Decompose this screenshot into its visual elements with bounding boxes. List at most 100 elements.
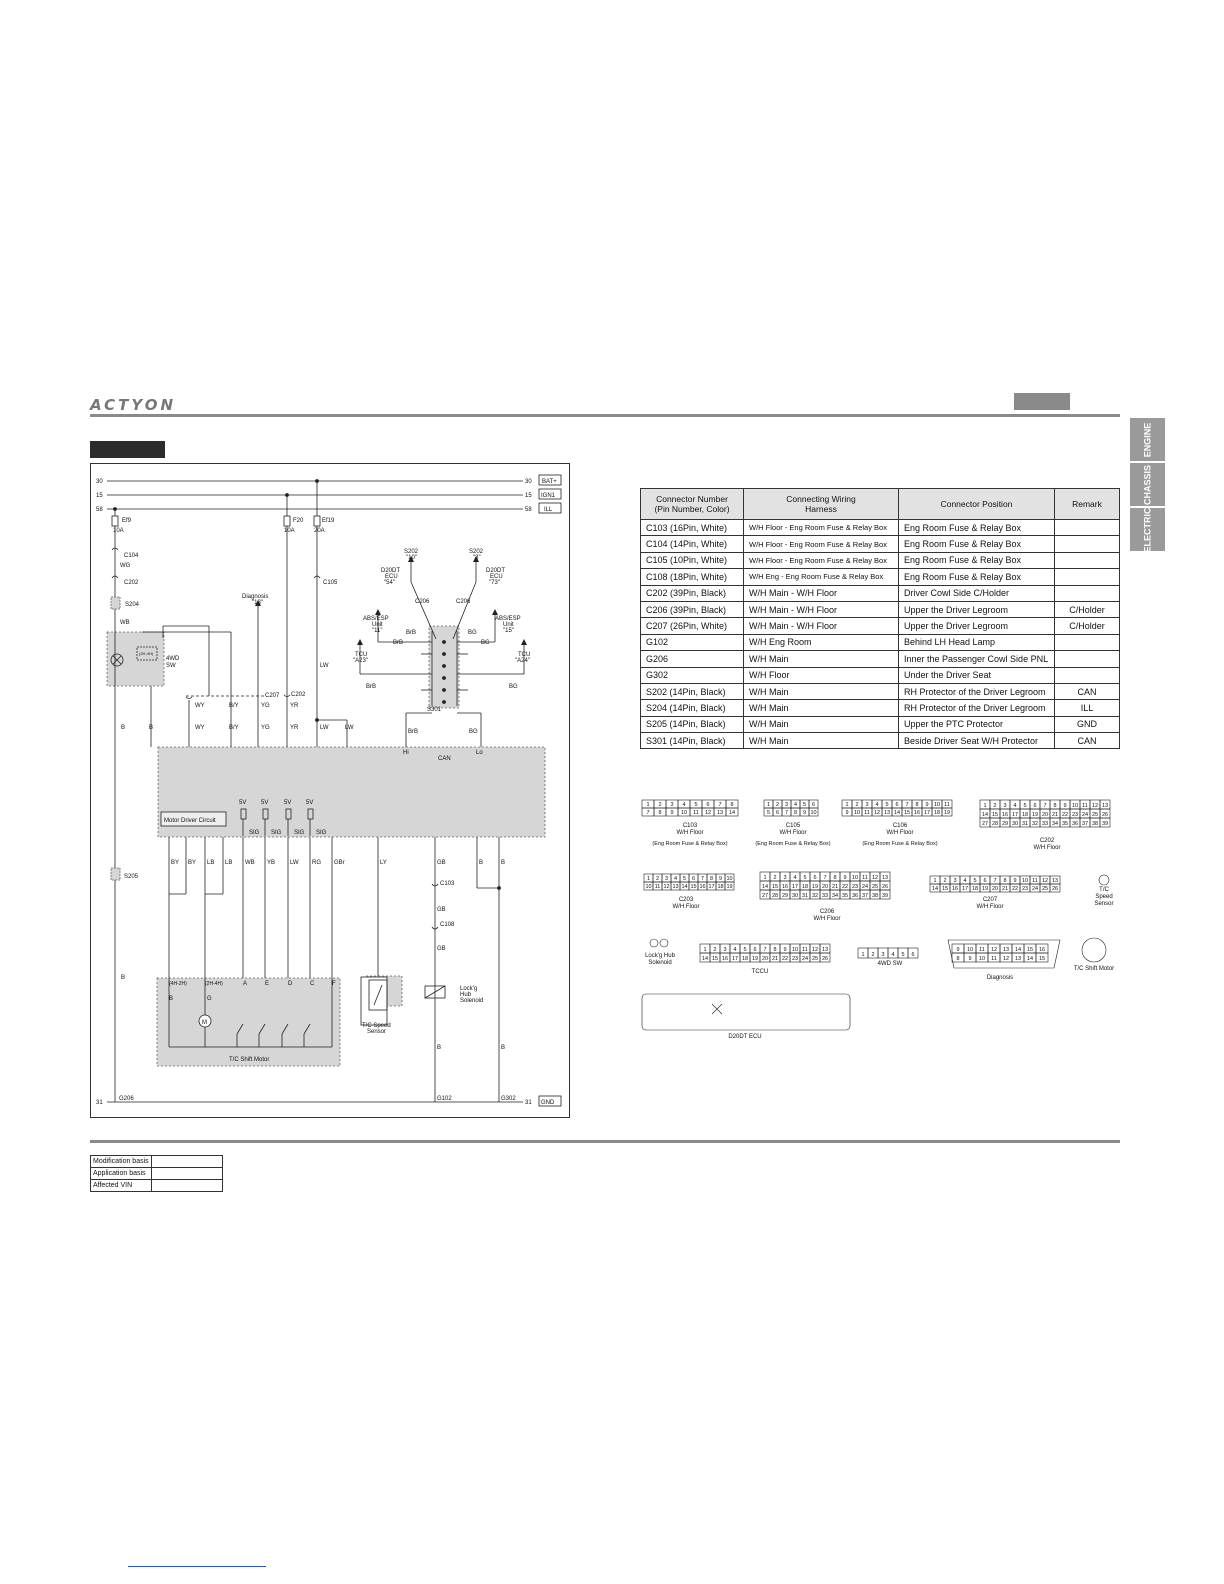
connector-pin-number: 17 (1012, 812, 1018, 818)
svg-text:Sensor: Sensor (367, 1029, 386, 1035)
svg-text:58: 58 (525, 507, 532, 513)
svg-text:BrB: BrB (366, 684, 376, 690)
connector-pin-number: 35 (842, 893, 848, 899)
connector-pin-number: 8 (1003, 878, 1006, 884)
label-locking-hub: Lock'g (460, 986, 477, 992)
connector-pin-number: 6 (911, 952, 914, 958)
connector-pin-number: 4 (682, 802, 685, 808)
header-tab (1014, 393, 1070, 410)
connector-pin-number: 38 (1092, 821, 1098, 827)
svg-text:G: G (207, 996, 212, 1002)
cell-remark: C/Holder (1054, 617, 1120, 635)
rail-15-left: 15 (96, 493, 103, 499)
cell-harness: W/H Eng - Eng Room Fuse & Relay Box (743, 568, 899, 586)
connector-pin-number: 5 (743, 947, 746, 953)
svg-text:GB: GB (437, 946, 446, 952)
cell-remark: ILL (1054, 699, 1120, 717)
connector-pin-number: 5 (803, 875, 806, 881)
cell-harness: W/H Main (743, 682, 899, 701)
connector-pin-number: 13 (1052, 878, 1058, 884)
svg-text:B/Y: B/Y (229, 725, 239, 731)
side-tab-electric[interactable]: ELECTRIC (1130, 507, 1165, 552)
connector-pin-number: 2 (658, 802, 661, 808)
cell-connector: C206 (39Pin, Black) (640, 600, 744, 619)
connector-pin-number: 19 (944, 810, 950, 816)
connector-pin-number: 26 (1052, 886, 1058, 892)
svg-text:W/H Floor: W/H Floor (677, 830, 704, 836)
connector-pin-number: 2 (656, 876, 659, 882)
tag-gnd: GND (541, 1100, 555, 1106)
conn-c105-name: C105 (786, 823, 801, 829)
connector-pin-number: 8 (794, 810, 797, 816)
cell-connector: C104 (14Pin, White) (640, 535, 744, 553)
connector-pin-number: 19 (726, 884, 732, 890)
connector-pin-number: 19 (752, 956, 758, 962)
connector-pin-number: 18 (934, 810, 940, 816)
connector-pin-number: 12 (991, 947, 997, 953)
cell-position: Upper the Driver Legroom (898, 600, 1055, 619)
connector-pin-number: 16 (952, 886, 958, 892)
connector-pin-number: 3 (783, 875, 786, 881)
label-ecu2: D20DT (486, 568, 505, 574)
connector-pin (1035, 952, 1049, 963)
side-tab-engine[interactable]: ENGINE (1130, 418, 1165, 461)
connector-pin-number: 28 (772, 893, 778, 899)
connector-pin-number: 15 (1039, 956, 1045, 962)
cell-remark (1054, 650, 1120, 668)
svg-text:5V: 5V (306, 800, 313, 806)
side-tab-chassis[interactable]: CHASSIS (1130, 463, 1165, 506)
connector-pin-number: 10 (645, 884, 651, 890)
label-can: CAN (438, 756, 451, 762)
connector-pin-number: 11 (944, 802, 950, 808)
cell-connector: C103 (16Pin, White) (640, 518, 744, 537)
cell-connector: S301 (14Pin, Black) (640, 732, 744, 750)
svg-text:W/H Floor: W/H Floor (780, 830, 807, 836)
connector-pin-number: 7 (823, 875, 826, 881)
connector-pin-number: 5 (885, 802, 888, 808)
connector-pin-number: 25 (1042, 886, 1048, 892)
svg-text:ECU: ECU (385, 574, 398, 580)
connector-pin-number: 1 (646, 802, 649, 808)
svg-text:W/H Floor: W/H Floor (887, 830, 914, 836)
connector-pin-number: 7 (701, 876, 704, 882)
connector-pin-number: 12 (1092, 803, 1098, 809)
svg-text:LB: LB (207, 860, 214, 866)
svg-text:BrB: BrB (406, 630, 416, 636)
connector-pin-number: 15 (1027, 947, 1033, 953)
connector-pin-number: 22 (782, 956, 788, 962)
connector-pin-number: 5 (901, 952, 904, 958)
label-lo: Lo (476, 750, 483, 756)
connector-pin-number: 10 (726, 876, 732, 882)
footer-link[interactable] (128, 1566, 266, 1567)
connector-pin-number: 21 (1052, 812, 1058, 818)
connector-pin-number: 32 (1032, 821, 1038, 827)
connector-pin-number: 11 (655, 884, 661, 890)
svg-text:BG: BG (509, 684, 518, 690)
connector-pin-number: 2 (943, 878, 946, 884)
cell-remark: GND (1054, 715, 1120, 734)
connector-pin-number: 1 (845, 802, 848, 808)
label-c202: C202 (124, 580, 139, 586)
conn-c202-name: C202 (1040, 838, 1055, 844)
conn-tc-shift-motor: T/C Shift Motor (1074, 966, 1114, 972)
connector-pin-number: 27 (762, 893, 768, 899)
connector-pin-number: 9 (670, 810, 673, 816)
rail-31-left: 31 (96, 1100, 103, 1106)
connector-pin-number: 4 (891, 952, 894, 958)
connector-pin-number: 7 (1043, 803, 1046, 809)
connector-pin-number: 5 (683, 876, 686, 882)
vin-value (150, 1179, 223, 1192)
label-ecu1: D20DT (381, 568, 400, 574)
connector-pin-number: 24 (1082, 812, 1088, 818)
svg-text:LW: LW (320, 725, 329, 731)
label-s202a: S202 (404, 549, 419, 555)
brand-logo: ACTYON (90, 396, 177, 414)
svg-text:(Eng Room Fuse & Relay Box): (Eng Room Fuse & Relay Box) (652, 841, 727, 847)
connector-pin-number: 35 (1062, 821, 1068, 827)
connector-pin-number: 8 (833, 875, 836, 881)
connector-pin-number: 10 (792, 947, 798, 953)
connector-pin-number: 37 (862, 893, 868, 899)
svg-text:W/H Floor: W/H Floor (814, 916, 841, 922)
connector-pin-number: 11 (979, 947, 985, 953)
cell-position: RH Protector of the Driver Legroom (898, 682, 1055, 701)
